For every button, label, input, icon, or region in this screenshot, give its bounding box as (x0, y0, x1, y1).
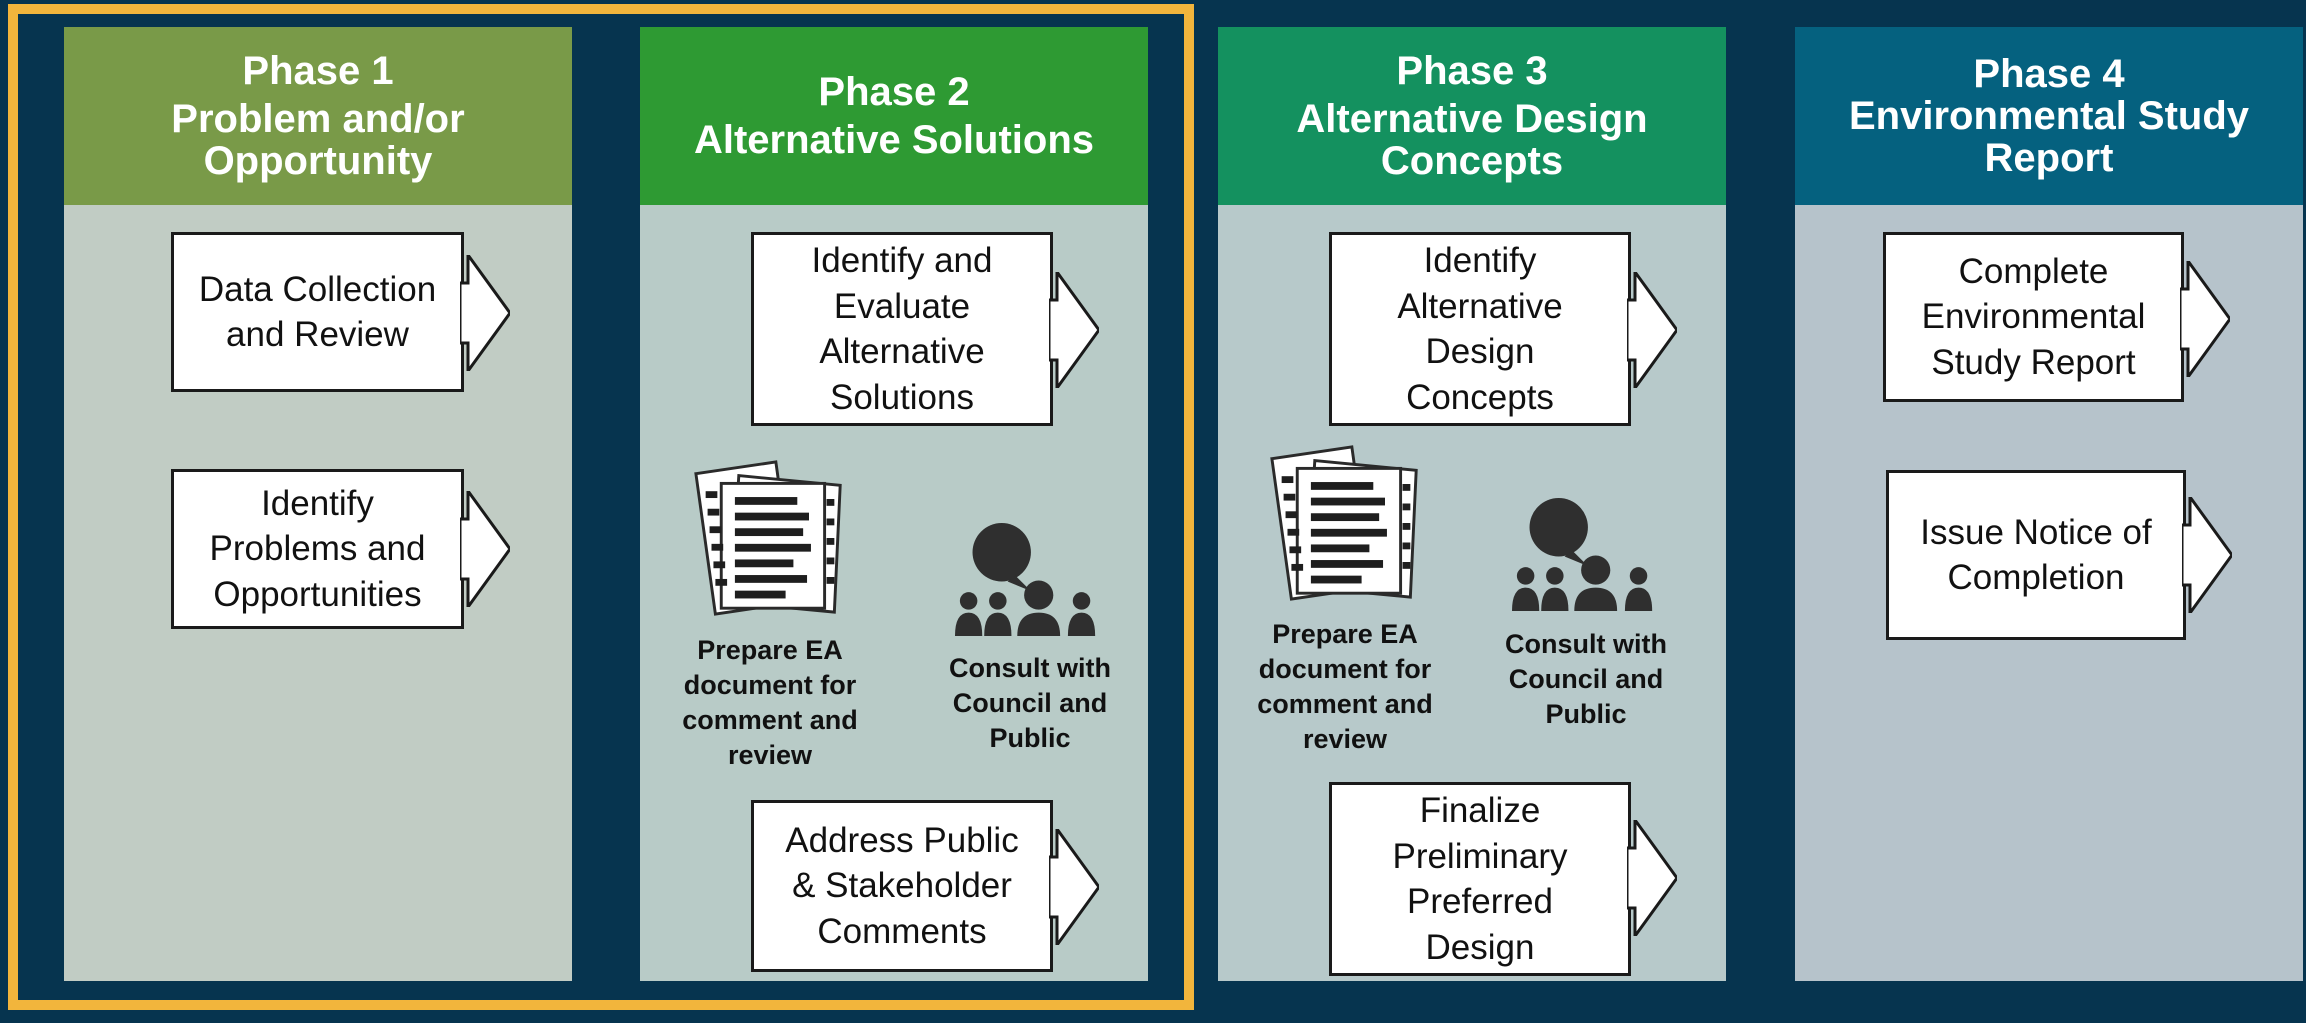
step-identify-problems: Identify Problems and Opportunities (171, 469, 464, 629)
arrow-right-icon (460, 255, 510, 371)
documents-icon (1268, 445, 1424, 601)
phase-3-column: Phase 3 Alternative Design Concepts Iden… (1218, 27, 1726, 981)
phase-1-header: Phase 1 Problem and/or Opportunity (64, 27, 572, 205)
consultation-group-icon (1512, 496, 1658, 613)
consult-council-label: Consult with Council and Public (1505, 629, 1667, 730)
phase-1-name: Problem and/or Opportunity (171, 97, 465, 183)
arrow-right-icon (1627, 820, 1677, 936)
arrow-right-icon (1627, 272, 1677, 388)
phase-3-header: Phase 3 Alternative Design Concepts (1218, 27, 1726, 205)
step-complete-report: Complete Environmental Study Report (1883, 232, 2184, 402)
phase-4-body: Complete Environmental Study Report Issu… (1795, 205, 2303, 981)
phase-4-name: Environmental Study Report (1848, 94, 2250, 180)
consult-council-label: Consult with Council and Public (949, 653, 1111, 754)
phase-4-header: Phase 4 Environmental Study Report (1795, 27, 2303, 205)
phase-1-number: Phase 1 (242, 49, 394, 93)
phase-4-number: Phase 4 (1973, 52, 2125, 96)
arrow-right-icon (460, 491, 510, 607)
step-finalize-design: Finalize Preliminary Preferred Design (1329, 782, 1631, 976)
phase-2-number: Phase 2 (818, 70, 970, 114)
step-issue-notice: Issue Notice of Completion (1886, 470, 2186, 640)
phase-4-column: Phase 4 Environmental Study Report Compl… (1795, 27, 2303, 981)
documents-icon (692, 460, 848, 616)
phase-2-name: Alternative Solutions (693, 118, 1095, 162)
phase-3-name: Alternative Design Concepts (1296, 97, 1648, 183)
phase-1-column: Phase 1 Problem and/or Opportunity Data … (64, 27, 572, 981)
phase-1-body: Data Collection and Review Identify Prob… (64, 205, 572, 981)
prepare-ea-label: Prepare EA document for comment and revi… (682, 635, 858, 771)
phase-2-body: Identify and Evaluate Alternative Soluti… (640, 205, 1148, 981)
phase-3-number: Phase 3 (1396, 49, 1548, 93)
phase-3-body: Identify Alternative Design Concepts Pre… (1218, 205, 1726, 981)
arrow-right-icon (1049, 272, 1099, 388)
phase-2-header: Phase 2 Alternative Solutions (640, 27, 1148, 205)
step-evaluate-solutions: Identify and Evaluate Alternative Soluti… (751, 232, 1053, 426)
prepare-ea-label: Prepare EA document for comment and revi… (1257, 619, 1433, 755)
step-address-comments: Address Public & Stakeholder Comments (751, 800, 1053, 972)
current-phase-highlight (8, 4, 1194, 1010)
step-identify-design-concepts: Identify Alternative Design Concepts (1329, 232, 1631, 426)
consultation-group-icon (955, 521, 1101, 638)
phase-2-column: Phase 2 Alternative Solutions Identify a… (640, 27, 1148, 981)
arrow-right-icon (1049, 829, 1099, 945)
arrow-right-icon (2182, 497, 2232, 613)
step-data-collection: Data Collection and Review (171, 232, 464, 392)
arrow-right-icon (2180, 261, 2230, 377)
